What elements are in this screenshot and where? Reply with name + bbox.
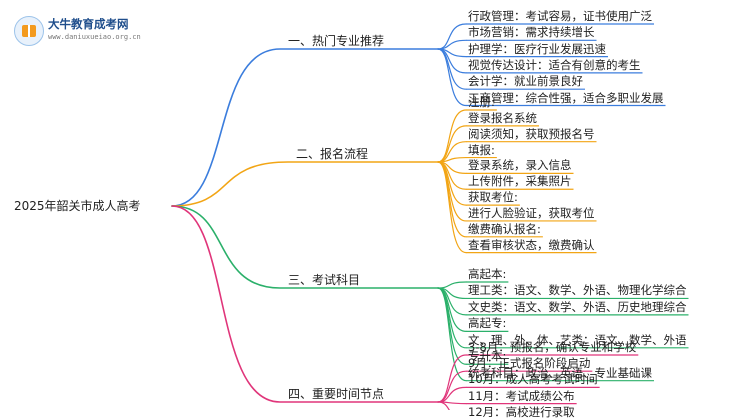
item-text: 缴费确认报名: (468, 221, 541, 236)
item-connector (437, 401, 450, 410)
item-connector (437, 48, 467, 90)
item-text: 9月：正式报名阶段启动 (468, 356, 591, 371)
item-text: 护理学：医疗行业发展迅速 (468, 41, 606, 56)
mindmap-canvas (171, 23, 689, 410)
item-text: 统考科目：政治、英语、专业基础课 (468, 365, 652, 380)
site-logo: 大牛教育成考网 www.daniuxueiao.org.cn (14, 14, 144, 48)
branch-label: 一、热门专业推荐 (288, 34, 385, 48)
item-text: 查看审核状态，缴费确认 (468, 237, 595, 252)
branch-connector (171, 205, 439, 289)
branch-label: 四、重要时间节点 (288, 387, 385, 401)
item-text: 上传附件，采集照片 (468, 174, 572, 189)
item-text: 11月：考试成绩公布 (468, 388, 575, 403)
item-text: 行政管理：考试容易，证书使用广泛 (468, 9, 652, 23)
item-connector (437, 287, 467, 382)
item-text: 专升本: (468, 349, 507, 364)
item-text: 会计学：就业前景良好 (468, 74, 583, 89)
item-text: 阅读须知，获取预报名号 (468, 126, 595, 141)
item-text: 12月：高校进行录取 (468, 404, 575, 419)
item-connector (437, 48, 467, 74)
item-text: 登录系统，录入信息 (468, 158, 572, 173)
logo-url: www.daniuxueiao.org.cn (48, 33, 141, 41)
item-text: 填报: (468, 142, 495, 157)
item-connector (437, 109, 467, 163)
item-text: 注册: (468, 95, 495, 109)
root-topic: 2025年韶关市成人高考 (14, 199, 141, 213)
branch-label: 三、考试科目 (288, 273, 361, 287)
branch-label: 二、报名流程 (296, 147, 369, 161)
book-logo-icon (14, 16, 44, 46)
item-connector (437, 23, 467, 50)
logo-name: 大牛教育成考网 (48, 17, 129, 31)
item-text: 文史类：语文、数学、外语、历史地理综合 (468, 299, 687, 314)
item-text: 登录报名系统 (468, 110, 537, 125)
item-text: 文、理、外、体、艺类：语文、数学、外语 (468, 332, 687, 347)
item-text: 理工类：语文、数学、外语、物理化学综合 (468, 283, 687, 298)
branch-connector (171, 161, 439, 207)
item-connector (437, 125, 467, 163)
item-text: 进行人脸验证，获取考位 (468, 205, 595, 220)
branch-connector (171, 48, 439, 207)
item-text: 市场营销：需求持续增长 (468, 25, 595, 40)
item-text: 高起专: (468, 316, 507, 331)
branch-connector (171, 205, 439, 403)
item-text: 工商管理：综合性强，适合多职业发展 (468, 90, 664, 105)
item-connector (437, 161, 467, 254)
item-connector (437, 281, 467, 289)
item-connector (437, 370, 467, 403)
item-connector (437, 48, 467, 107)
item-text: 获取考位: (468, 190, 518, 205)
item-text: 视觉传达设计：适合有创意的考生 (468, 57, 641, 72)
item-connector (437, 161, 467, 206)
item-text: 10月：成人高考考试时间 (468, 372, 598, 387)
item-text: 高起本: (468, 267, 507, 281)
item-text: 3-8月：预报名，确认专业和学校 (468, 340, 637, 354)
